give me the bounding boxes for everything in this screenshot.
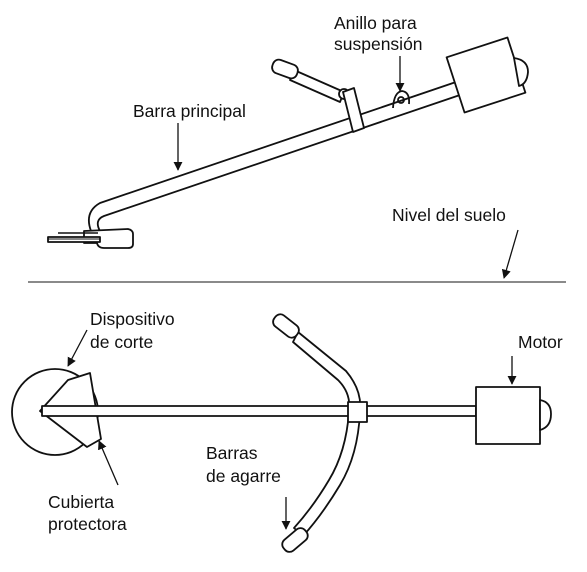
motor-housing-side bbox=[445, 36, 527, 114]
motor-cap-top bbox=[539, 399, 552, 431]
label-anillo-line1: Anillo para bbox=[334, 13, 417, 33]
handle-grip-upper bbox=[272, 313, 300, 339]
label-anillo-line2: suspensión bbox=[334, 34, 423, 54]
arrow-cubierta bbox=[98, 440, 119, 486]
label-barras-line2: de agarre bbox=[206, 466, 281, 486]
label-nivel-suelo: Nivel del suelo bbox=[392, 205, 506, 225]
handle-bar-lower bbox=[293, 411, 361, 537]
motor-cap-side bbox=[513, 57, 529, 87]
handle-clamp-side bbox=[342, 87, 365, 133]
cutting-head-side bbox=[83, 228, 134, 249]
label-dispositivo-line2: de corte bbox=[90, 332, 153, 352]
label-barra-principal: Barra principal bbox=[133, 101, 246, 121]
handle-bar-side bbox=[289, 69, 345, 103]
pointer-arrows bbox=[67, 56, 519, 530]
side-view bbox=[47, 36, 529, 249]
handle-bar-upper bbox=[292, 331, 362, 411]
motor-housing-top bbox=[475, 386, 541, 445]
label-barras-line1: Barras bbox=[206, 443, 258, 463]
label-dispositivo-line1: Dispositivo bbox=[90, 309, 175, 329]
main-shaft-top bbox=[41, 405, 477, 417]
label-cubierta-line1: Cubierta bbox=[48, 492, 114, 512]
arrow-dispositivo bbox=[67, 329, 88, 367]
label-cubierta-line2: protectora bbox=[48, 514, 127, 534]
label-motor: Motor bbox=[518, 332, 563, 352]
top-view bbox=[11, 313, 552, 553]
handle-grip-side bbox=[271, 58, 299, 80]
handle-clamp-top bbox=[347, 401, 368, 423]
handle-grip-lower bbox=[281, 527, 309, 553]
arrow-nivel-suelo bbox=[501, 229, 519, 279]
